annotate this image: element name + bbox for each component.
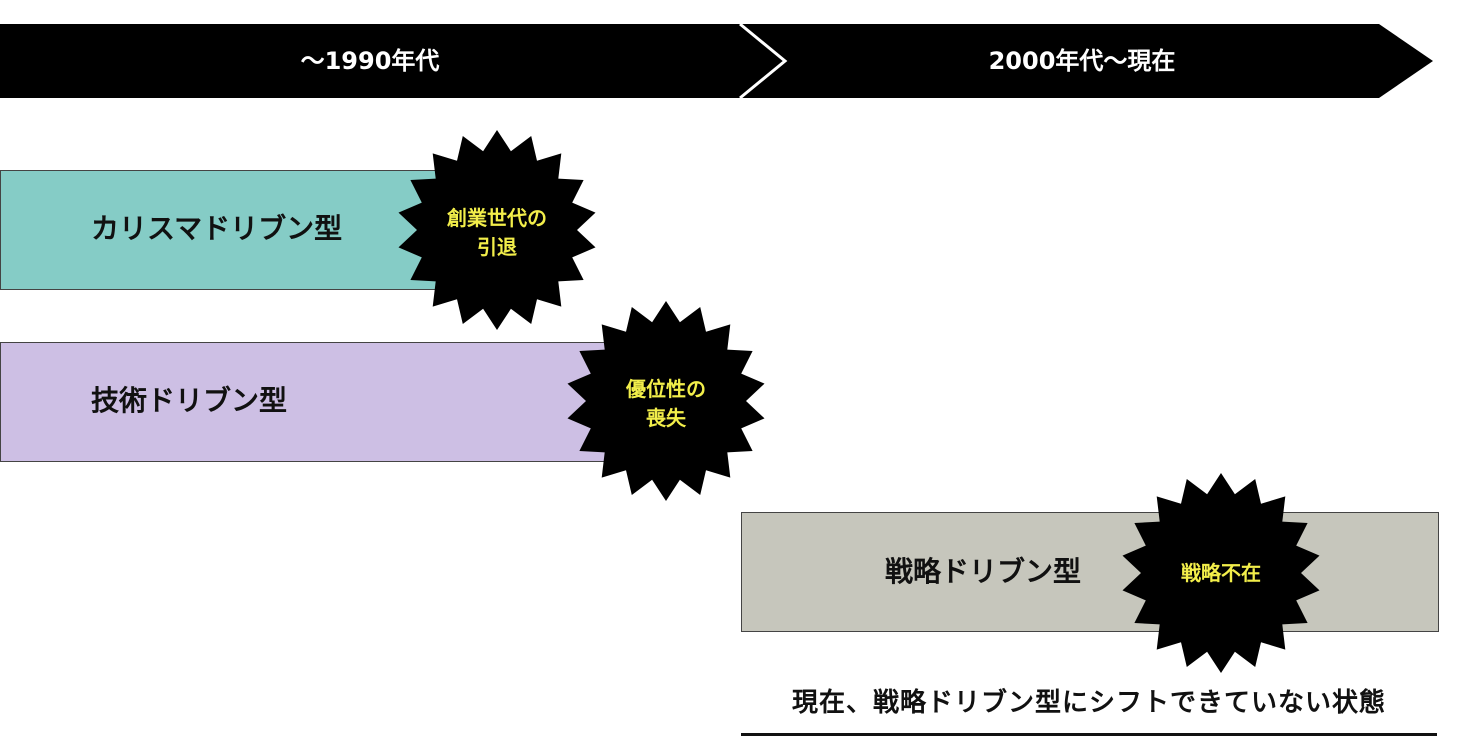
- footnote: 現在、戦略ドリブン型にシフトできていない状態: [791, 688, 1386, 718]
- band-strategy-driven: [741, 512, 1439, 632]
- starburst-no-strategy: [1122, 473, 1320, 673]
- footnote-underline: [741, 733, 1437, 736]
- burst-line: 引退: [477, 235, 517, 259]
- burst-text-no-strategy: 戦略不在: [1141, 559, 1301, 588]
- burst-line: 優位性の: [626, 377, 706, 401]
- band-label-strategy-driven: 戦略ドリブン型: [885, 555, 1082, 588]
- burst-text-advantage-loss: 優位性の 喪失: [586, 375, 746, 433]
- period-after-label: 2000年代〜現在: [988, 47, 1176, 75]
- band-technology-driven: [0, 342, 608, 462]
- band-label-charisma-driven: カリスマドリブン型: [91, 212, 343, 245]
- burst-line: 創業世代の: [447, 206, 547, 230]
- timeline-bar: [0, 24, 1433, 98]
- starburst-advantage-loss: [567, 301, 765, 501]
- band-charisma-driven: [0, 170, 440, 290]
- burst-line: 戦略不在: [1181, 561, 1261, 585]
- timeline-divider-chevron: [739, 22, 788, 100]
- starburst-retirement: [398, 130, 596, 330]
- band-label-technology-driven: 技術ドリブン型: [91, 384, 288, 417]
- burst-text-retirement: 創業世代の 引退: [417, 204, 577, 262]
- period-before-label: 〜1990年代: [300, 47, 440, 75]
- burst-line: 喪失: [646, 406, 686, 430]
